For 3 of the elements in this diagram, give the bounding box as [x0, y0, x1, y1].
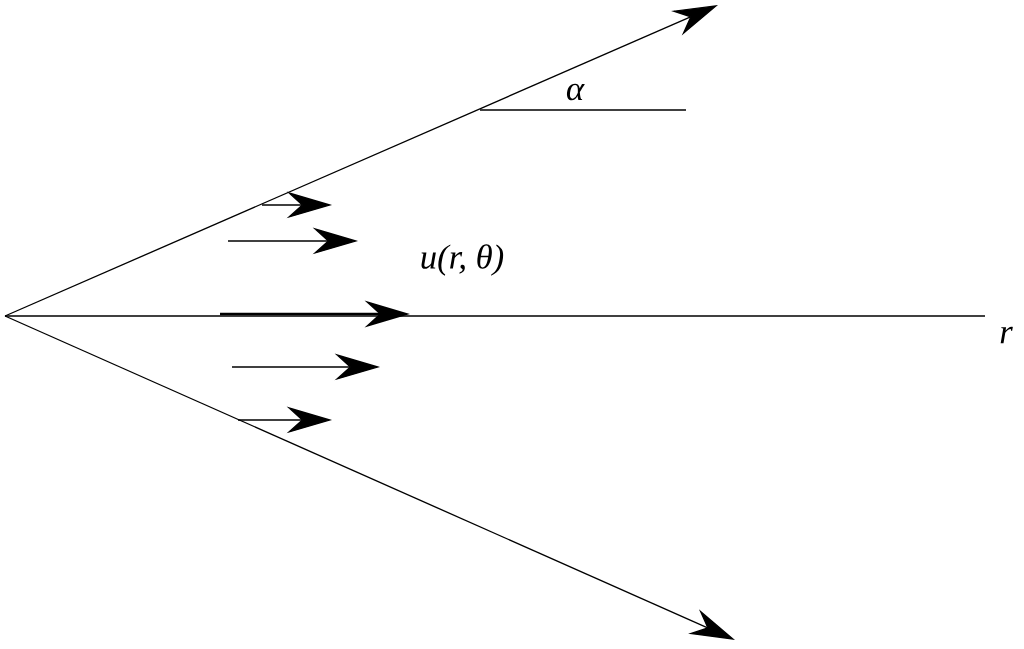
math-label: r — [1000, 326, 1013, 344]
math-label: α — [566, 83, 585, 101]
math-label: u(r, θ) — [421, 244, 504, 276]
